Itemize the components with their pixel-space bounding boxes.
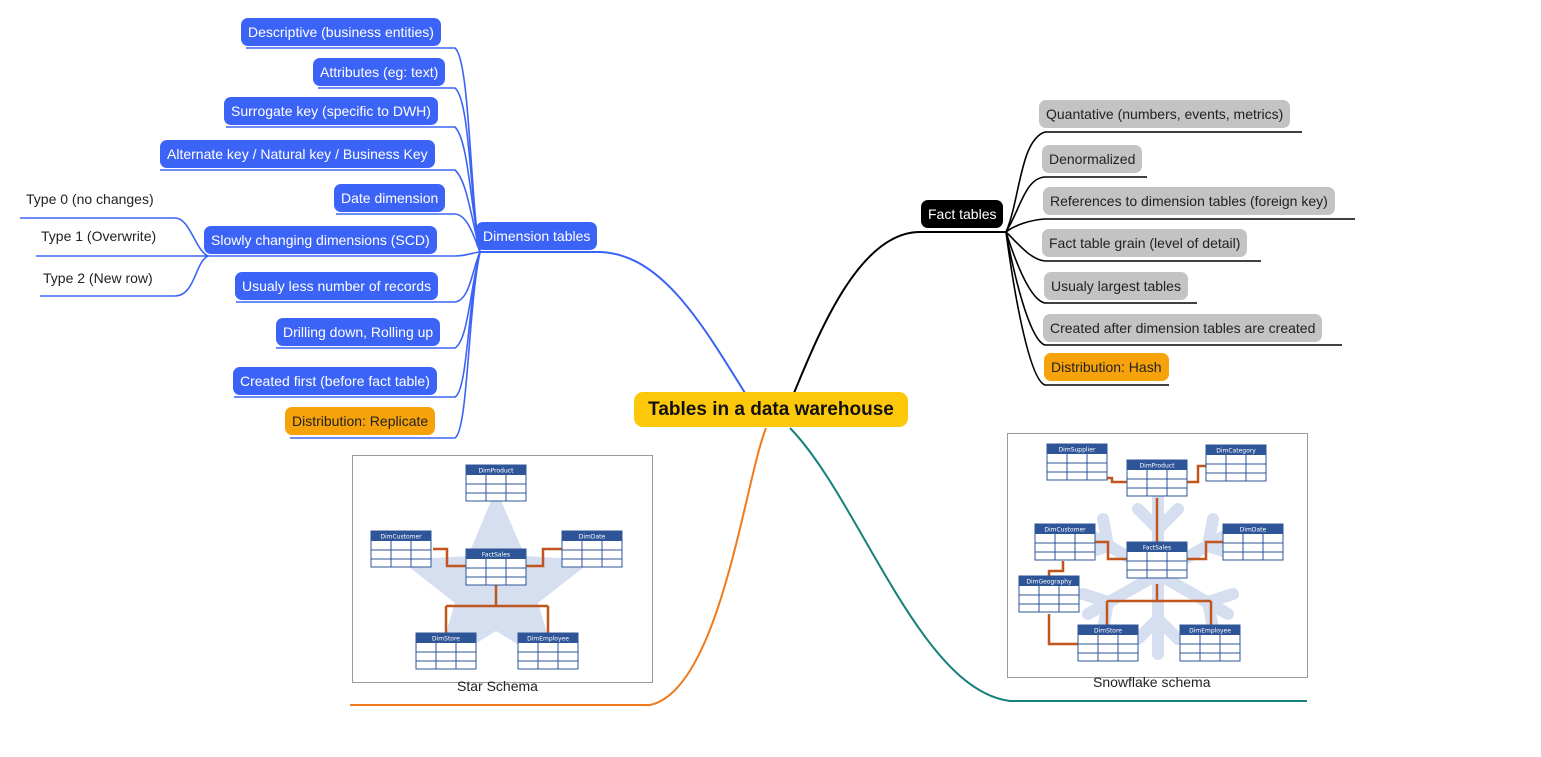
- fact-child-lines: [1005, 131, 1355, 386]
- fact-item-references[interactable]: References to dimension tables (foreign …: [1043, 187, 1335, 215]
- fact-item-distribution-hash[interactable]: Distribution: Hash: [1044, 353, 1169, 381]
- branch-line-dimension: [480, 251, 746, 394]
- snow-table-dimproduct: DimProduct: [1126, 459, 1188, 497]
- table-title: FactSales: [1143, 545, 1171, 552]
- snowflake-schema-diagram: DimSupplier DimProduct DimCategory DimCu…: [1018, 443, 1284, 662]
- branch-line-snowflake: [789, 427, 1307, 702]
- branch-line-star: [350, 427, 767, 706]
- fact-tables-node[interactable]: Fact tables: [921, 200, 1004, 228]
- table-title: DimCustomer: [1044, 527, 1086, 534]
- fact-item-created-after[interactable]: Created after dimension tables are creat…: [1043, 314, 1323, 342]
- table-title: DimDate: [1240, 527, 1267, 534]
- table-title: DimStore: [432, 636, 460, 643]
- dim-item-created-first[interactable]: Created first (before fact table): [233, 367, 437, 395]
- table-title: DimEmployee: [1189, 628, 1231, 635]
- snow-table-dimemployee: DimEmployee: [1179, 624, 1241, 662]
- snow-table-dimgeography: DimGeography: [1018, 575, 1080, 613]
- table-title: DimGeography: [1026, 579, 1072, 586]
- dim-item-drilling[interactable]: Drilling down, Rolling up: [276, 318, 441, 346]
- dim-item-less-records[interactable]: Usualy less number of records: [235, 272, 439, 300]
- snowflake-tables: DimSupplier DimProduct DimCategory DimCu…: [1018, 443, 1284, 662]
- star-tables: DimProduct DimCustomer FactSales DimDate: [370, 464, 623, 670]
- table-title: DimProduct: [479, 468, 515, 475]
- snow-table-dimdate: DimDate: [1222, 523, 1284, 561]
- table-title: DimSupplier: [1059, 447, 1096, 454]
- star-table-dimemployee: DimEmployee: [517, 632, 579, 670]
- dim-item-alternate-key[interactable]: Alternate key / Natural key / Business K…: [160, 140, 435, 168]
- snow-table-dimcustomer: DimCustomer: [1034, 523, 1096, 561]
- dim-item-descriptive[interactable]: Descriptive (business entities): [241, 18, 441, 46]
- snowflake-schema-caption: Snowflake schema: [1093, 674, 1211, 690]
- table-title: DimProduct: [1140, 463, 1176, 470]
- fact-item-quantative[interactable]: Quantative (numbers, events, metrics): [1039, 100, 1291, 128]
- star-table-dimproduct: DimProduct: [465, 464, 527, 502]
- table-title: DimCategory: [1216, 448, 1256, 455]
- branch-line-fact: [793, 231, 1006, 394]
- snow-table-dimsupplier: DimSupplier: [1046, 443, 1108, 481]
- star-table-dimstore: DimStore: [415, 632, 477, 670]
- snowflake-schema-image: DimSupplier DimProduct DimCategory DimCu…: [1007, 433, 1308, 678]
- snow-table-dimstore: DimStore: [1077, 624, 1139, 662]
- fact-item-largest[interactable]: Usualy largest tables: [1044, 272, 1188, 300]
- scd-child-lines: [20, 217, 209, 297]
- star-connectors: [433, 547, 562, 633]
- star-table-dimcustomer: DimCustomer: [370, 530, 432, 568]
- dim-item-scd[interactable]: Slowly changing dimensions (SCD): [204, 226, 437, 254]
- star-schema-diagram: DimProduct DimCustomer FactSales DimDate: [370, 464, 623, 670]
- snow-table-dimcategory: DimCategory: [1205, 444, 1267, 482]
- table-title: DimCustomer: [380, 534, 422, 541]
- table-title: DimDate: [579, 534, 606, 541]
- fact-item-denormalized[interactable]: Denormalized: [1042, 145, 1143, 173]
- fact-item-grain[interactable]: Fact table grain (level of detail): [1042, 229, 1248, 257]
- star-table-dimdate: DimDate: [561, 530, 623, 568]
- dim-item-date-dimension[interactable]: Date dimension: [334, 184, 446, 212]
- star-table-factsales: FactSales: [465, 548, 527, 586]
- central-topic[interactable]: Tables in a data warehouse: [634, 392, 908, 427]
- dim-item-distribution-replicate[interactable]: Distribution: Replicate: [285, 407, 436, 435]
- dim-item-surrogate-key[interactable]: Surrogate key (specific to DWH): [224, 97, 438, 125]
- dimension-tables-node[interactable]: Dimension tables: [476, 222, 598, 250]
- scd-type-2[interactable]: Type 2 (New row): [43, 270, 153, 286]
- scd-type-1[interactable]: Type 1 (Overwrite): [41, 228, 157, 244]
- snow-table-factsales: FactSales: [1126, 541, 1188, 579]
- table-title: DimEmployee: [527, 636, 569, 643]
- star-schema-caption: Star Schema: [457, 678, 538, 694]
- table-title: FactSales: [482, 552, 510, 559]
- star-schema-image: DimProduct DimCustomer FactSales DimDate: [352, 455, 653, 683]
- scd-type-0[interactable]: Type 0 (no changes): [26, 191, 154, 207]
- table-title: DimStore: [1094, 628, 1122, 635]
- dim-item-attributes[interactable]: Attributes (eg: text): [313, 58, 446, 86]
